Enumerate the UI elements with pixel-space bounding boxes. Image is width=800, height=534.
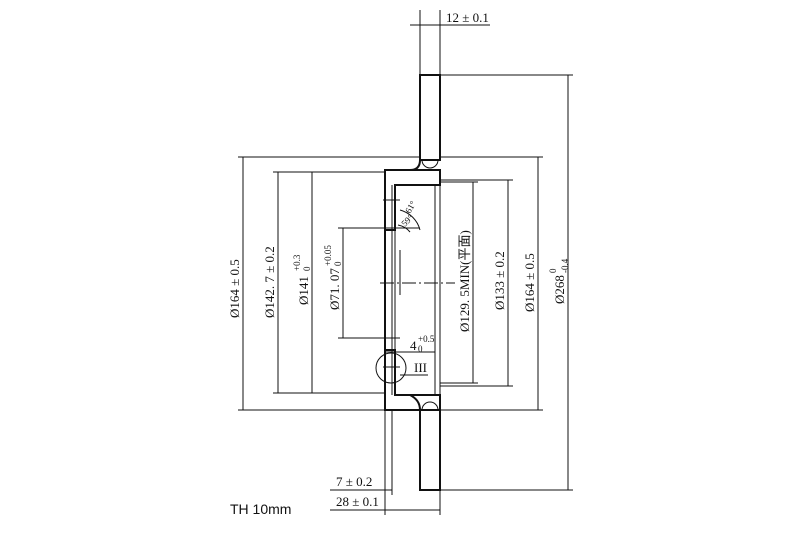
dim-left-od: Ø164 ± 0.5 [227, 259, 242, 318]
dim-right-od: Ø164 ± 0.5 [522, 253, 537, 312]
dim-outer-dia: Ø268 0 -0.4 [548, 258, 570, 304]
detail-ref: III [414, 360, 427, 375]
dim-hat-inner: Ø133 ± 0.2 [492, 251, 507, 310]
svg-text:Ø71. 07: Ø71. 07 [327, 268, 342, 310]
svg-text:0: 0 [418, 344, 423, 354]
dim-min-face: Ø129. 5MIN(平面) [457, 230, 472, 332]
dim-top-thickness: 12 ± 0.1 [446, 10, 489, 25]
svg-text:Ø268: Ø268 [552, 275, 567, 304]
dim-left-bore: Ø141 +0.3 0 [292, 254, 312, 305]
dim-bottom-small: 7 ± 0.2 [336, 474, 372, 489]
extension-lines [238, 10, 573, 515]
svg-text:0: 0 [333, 261, 343, 266]
dim-center-bore: Ø71. 07 +0.05 0 [323, 245, 343, 310]
svg-text:0: 0 [302, 266, 312, 271]
svg-text:-0.4: -0.4 [560, 258, 570, 273]
thickness-note: TH 10mm [230, 501, 291, 517]
dim-left-pilot: Ø142. 7 ± 0.2 [262, 246, 277, 318]
svg-text:0: 0 [548, 268, 558, 273]
dim-bottom-height: 28 ± 0.1 [336, 494, 379, 509]
dim-groove-depth: 4 +0.5 0 [410, 334, 435, 354]
dimension-lines [242, 24, 569, 511]
svg-text:+0.5: +0.5 [418, 334, 435, 344]
angle-outer: 61° [403, 199, 418, 215]
svg-text:+0.05: +0.05 [323, 245, 333, 266]
svg-text:Ø141: Ø141 [296, 276, 311, 305]
detail-circle [375, 352, 407, 384]
svg-text:+0.3: +0.3 [292, 254, 302, 271]
svg-text:4: 4 [410, 338, 417, 353]
disc-section [375, 74, 455, 491]
